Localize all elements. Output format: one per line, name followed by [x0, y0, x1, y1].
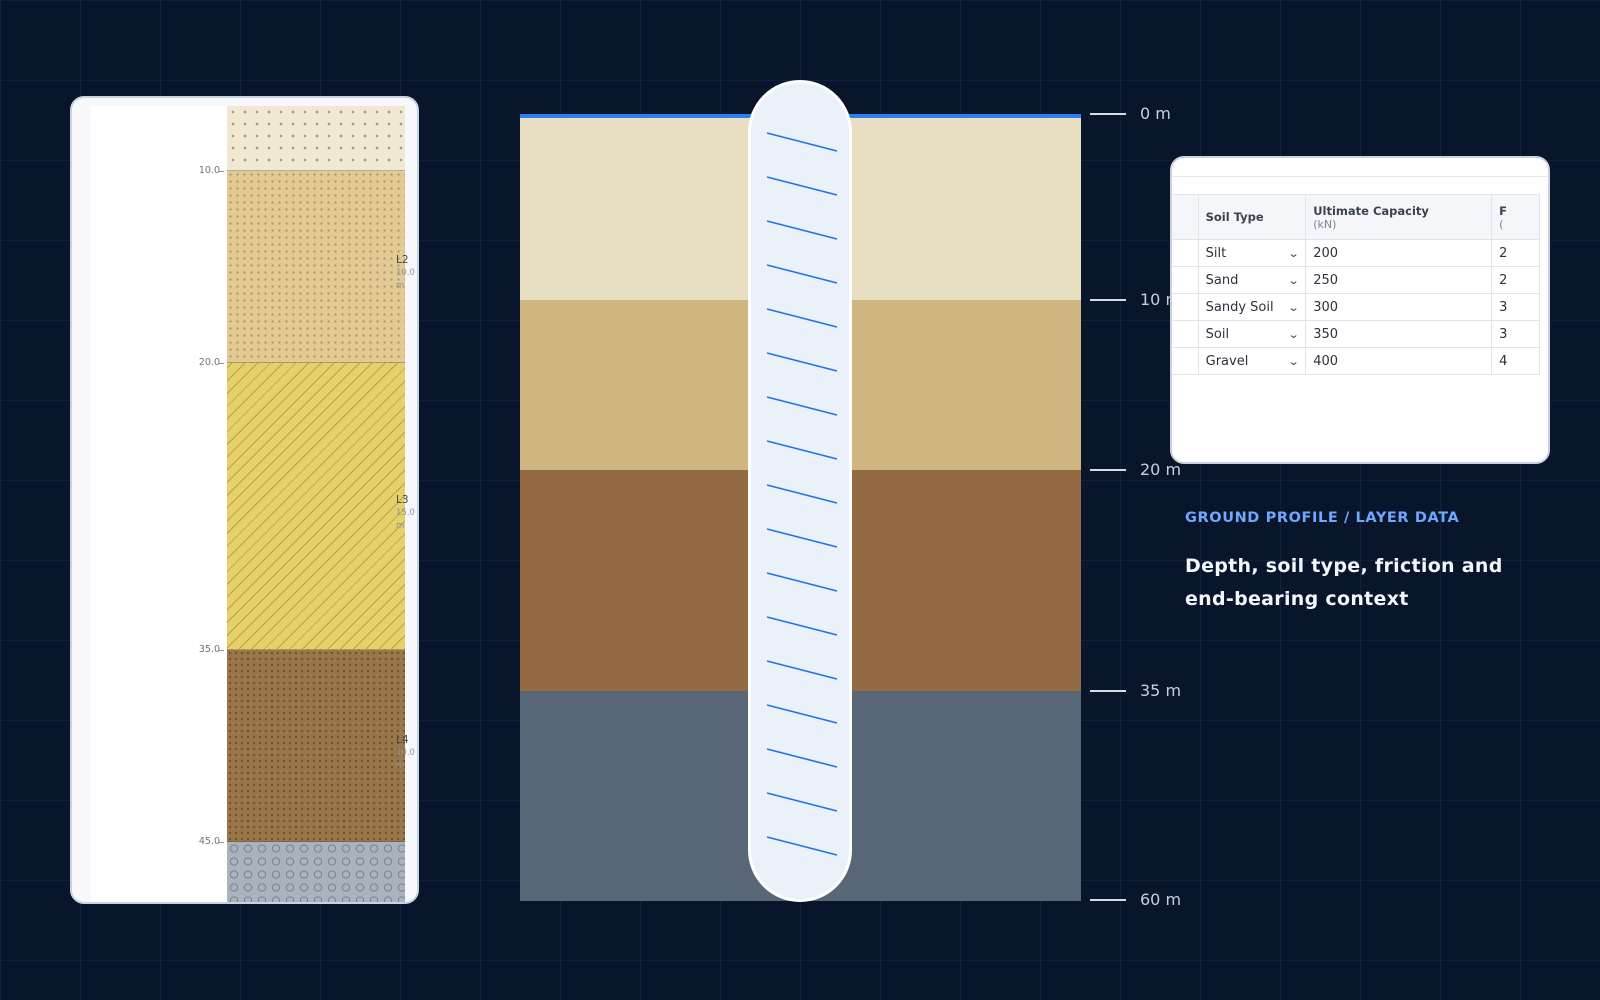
pile-hatch-stroke: [766, 484, 838, 504]
log-depth-tick: 45.0: [112, 836, 224, 847]
table-row: Sand⌄ 250 2: [1172, 266, 1540, 294]
chevron-down-icon: ⌄: [1287, 273, 1300, 287]
log-depth-tick: 35.0: [112, 644, 224, 655]
table-row: Silt⌄ 200 2: [1172, 239, 1540, 267]
log-layer-2: [227, 171, 405, 363]
log-layer-1: [227, 106, 405, 171]
chevron-down-icon: ⌄: [1287, 300, 1300, 314]
table-row: Soil⌄ 350 3: [1172, 320, 1540, 348]
capacity-cell[interactable]: 400: [1305, 347, 1493, 375]
pile-hatch-stroke: [766, 748, 838, 768]
log-layer-5: [227, 842, 405, 902]
soil-type-select[interactable]: Sand⌄: [1205, 272, 1300, 288]
pile-hatch-stroke: [766, 792, 838, 812]
pile-hatch-stroke: [766, 264, 838, 284]
capacity-cell[interactable]: 200: [1305, 239, 1493, 267]
pile-hatch: [766, 132, 838, 856]
column-header-ultimate-capacity[interactable]: Ultimate Capacity(kN): [1305, 194, 1493, 240]
capacity-cell[interactable]: 300: [1305, 293, 1493, 321]
soil-type-select[interactable]: Sandy Soil⌄: [1205, 299, 1300, 315]
pile-hatch-stroke: [766, 660, 838, 680]
pile-hatch-stroke: [766, 176, 838, 196]
pile-hatch-stroke: [766, 836, 838, 856]
pile-hatch-stroke: [766, 396, 838, 416]
soil-type-select[interactable]: Silt⌄: [1205, 245, 1300, 261]
pile-hatch-stroke: [766, 352, 838, 372]
pile-hatch-stroke: [766, 528, 838, 548]
pile-hatch-stroke: [766, 308, 838, 328]
section-headline: Depth, soil type, friction and end-beari…: [1185, 555, 1503, 610]
chevron-down-icon: ⌄: [1287, 246, 1300, 260]
borehole-log-card: 10.0 20.0 35.0 45.0 L2 10.0 m L3 15.0 m …: [70, 96, 419, 904]
table-row: Sandy Soil⌄ 300 3: [1172, 293, 1540, 321]
layer-data-table: Soil Type Ultimate Capacity(kN) F( Silt⌄…: [1172, 194, 1540, 375]
column-header-index: [1172, 194, 1199, 240]
capacity-cell[interactable]: 250: [1305, 266, 1493, 294]
chevron-down-icon: ⌄: [1287, 354, 1300, 368]
capacity-cell[interactable]: 350: [1305, 320, 1493, 348]
pile-shaft: [748, 80, 852, 902]
column-header-next[interactable]: F(: [1491, 194, 1540, 240]
section-kicker: GROUND PROFILE / LAYER DATA: [1185, 510, 1460, 526]
pile-hatch-stroke: [766, 616, 838, 636]
next-cell[interactable]: 3: [1491, 293, 1540, 321]
next-cell[interactable]: 2: [1491, 239, 1540, 267]
next-cell[interactable]: 4: [1491, 347, 1540, 375]
pile-hatch-stroke: [766, 572, 838, 592]
pile-hatch-stroke: [766, 132, 838, 152]
log-layer-tag: L3 15.0 m: [396, 494, 415, 531]
pile-hatch-stroke: [766, 440, 838, 460]
log-depth-tick: 20.0: [112, 357, 224, 368]
next-cell[interactable]: 3: [1491, 320, 1540, 348]
log-layer-tag: L4 10.0 m: [396, 734, 415, 771]
chevron-down-icon: ⌄: [1287, 327, 1300, 341]
column-header-soil-type[interactable]: Soil Type: [1197, 194, 1307, 240]
table-row: Gravel⌄ 400 4: [1172, 347, 1540, 375]
next-cell[interactable]: 2: [1491, 266, 1540, 294]
borehole-log-column: [227, 106, 405, 902]
borehole-log-panel: [90, 106, 405, 902]
pile-hatch-stroke: [766, 220, 838, 240]
soil-type-select[interactable]: Soil⌄: [1205, 326, 1300, 342]
layer-data-table-card: Soil Type Ultimate Capacity(kN) F( Silt⌄…: [1170, 156, 1550, 464]
ground-profile: [520, 80, 1081, 902]
log-layer-tag: L2 10.0 m: [396, 254, 415, 291]
log-depth-tick: 10.0: [112, 165, 224, 176]
log-layer-3: [227, 363, 405, 650]
log-layer-4: [227, 650, 405, 842]
soil-type-select[interactable]: Gravel⌄: [1205, 353, 1300, 369]
pile-hatch-stroke: [766, 704, 838, 724]
